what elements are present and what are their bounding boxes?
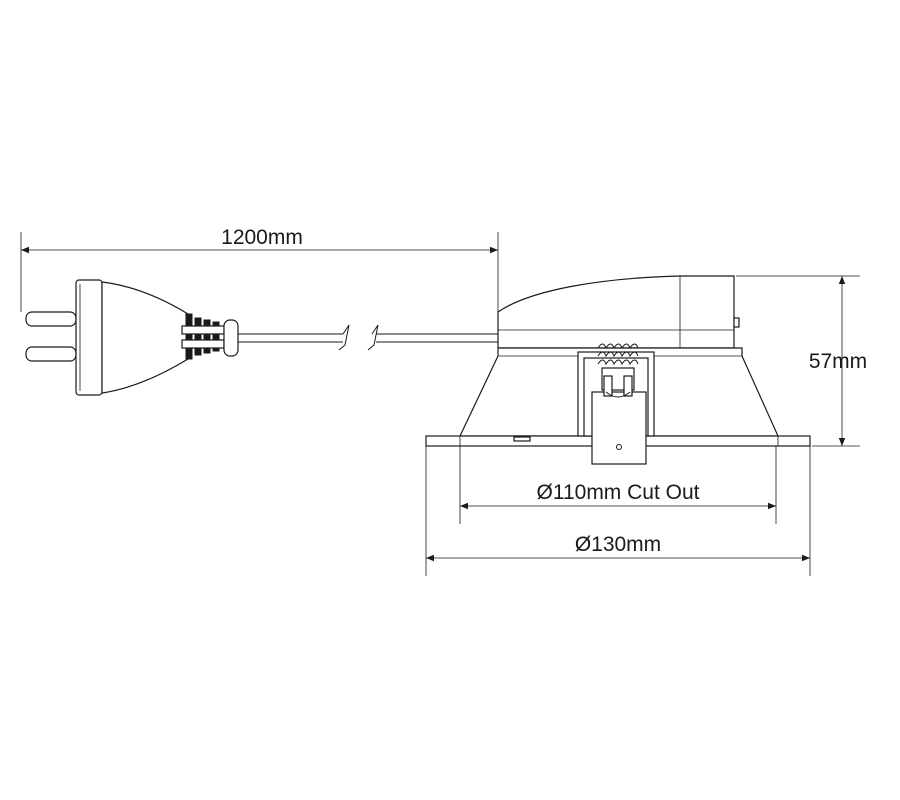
cable-length-label: 1200mm xyxy=(221,226,303,249)
plug-pin-bottom xyxy=(25,346,77,362)
spring-clip xyxy=(577,343,655,465)
dimension-height: 57mm xyxy=(736,275,867,447)
cable-break-symbol xyxy=(338,324,350,351)
dimension-cut-out: Ø110mm Cut Out xyxy=(459,446,777,524)
plug xyxy=(25,279,239,396)
height-label: 57mm xyxy=(809,350,867,373)
dimension-cable-length: 1200mm xyxy=(20,226,499,312)
power-cable xyxy=(238,324,498,351)
dimension-outer-diameter: Ø130mm xyxy=(425,446,811,576)
driver-housing xyxy=(497,275,735,349)
plug-pin-top xyxy=(25,311,77,327)
cut-out-label: Ø110mm Cut Out xyxy=(537,481,700,504)
downlight-fixture xyxy=(425,275,811,465)
plug-body xyxy=(101,281,189,394)
plug-strain-relief xyxy=(181,313,239,360)
outer-diameter-label: Ø130mm xyxy=(575,533,661,556)
